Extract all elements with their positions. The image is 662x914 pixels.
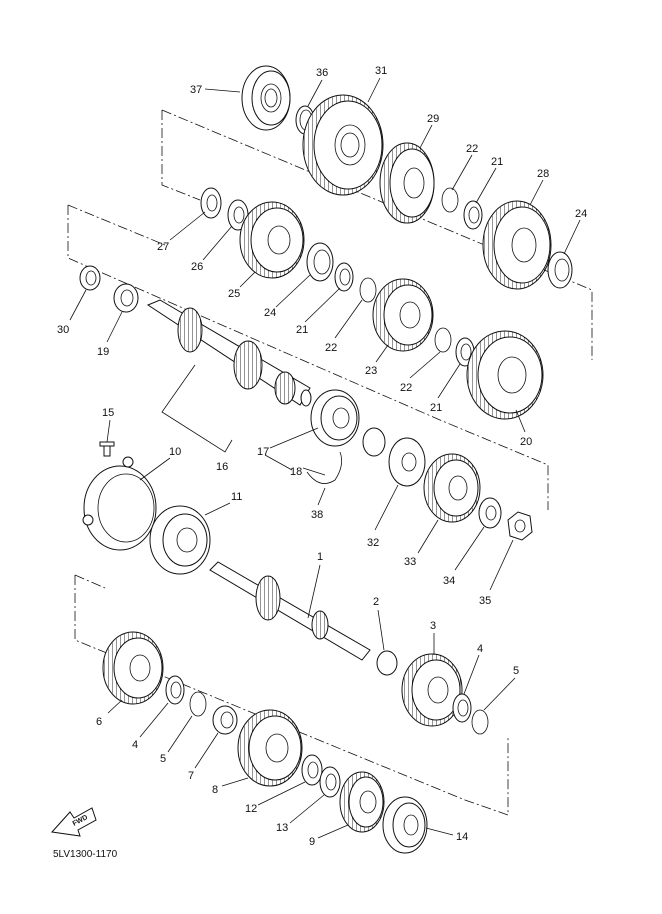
leader-lines [69, 77, 581, 839]
callout-27: 27 [157, 241, 169, 253]
callout-23: 23 [365, 365, 377, 377]
bearing-14 [382, 796, 428, 854]
callout-10: 10 [169, 446, 181, 458]
fwd-arrow-icon: FWD [51, 807, 97, 837]
washer-13 [319, 766, 341, 798]
drive-axle-outline-top [74, 574, 106, 589]
circlip-22b [359, 277, 377, 303]
callout-12: 12 [245, 803, 257, 815]
gear-20 [466, 330, 544, 420]
washer-21a [463, 200, 483, 230]
callout-24b: 24 [264, 307, 276, 319]
gear-29 [379, 142, 435, 224]
callout-7: 7 [188, 770, 194, 782]
callout-11: 11 [231, 491, 242, 503]
gear-25 [239, 201, 305, 279]
callout-16: 16 [216, 461, 228, 473]
washer-21b [334, 262, 354, 292]
callout-14: 14 [456, 831, 468, 843]
callout-15: 15 [102, 407, 114, 419]
callout-22b: 22 [325, 342, 337, 354]
callout-21c: 21 [430, 402, 442, 414]
callout-33: 33 [404, 556, 416, 568]
circlip-22c [434, 327, 452, 353]
callout-31: 31 [375, 65, 387, 77]
main-axle-16 [146, 299, 312, 407]
callout-3: 3 [430, 620, 436, 632]
retainer-10 [82, 456, 157, 551]
callout-24a: 24 [575, 208, 587, 220]
gear-6 [102, 631, 164, 705]
callout-19: 19 [97, 346, 109, 358]
main-axle-outline [67, 205, 549, 510]
callout-5b: 5 [160, 753, 166, 765]
bearing-11 [149, 505, 211, 575]
bearing-37 [241, 65, 291, 131]
callout-29: 29 [427, 113, 439, 125]
sprocket-33 [423, 453, 481, 523]
callout-18: 18 [290, 466, 302, 478]
callout-4b: 4 [132, 739, 138, 751]
washer-12 [301, 754, 323, 786]
callout-38: 38 [311, 509, 323, 521]
circlip-22a [441, 187, 459, 213]
gear-9 [339, 771, 385, 833]
upper-shaft-outline-top [161, 109, 593, 360]
callout-21b: 21 [296, 324, 308, 336]
callout-37: 37 [190, 84, 202, 96]
callout-8: 8 [212, 784, 218, 796]
drive-axle-1 [209, 561, 371, 661]
callout-25: 25 [228, 288, 240, 300]
callout-30: 30 [57, 324, 69, 336]
callout-35: 35 [479, 595, 491, 607]
callout-9: 9 [309, 836, 315, 848]
gear-31 [302, 94, 384, 196]
lock-washer-34 [478, 497, 502, 529]
circlip-5b [189, 691, 207, 717]
callout-22a: 22 [466, 143, 478, 155]
callout-13: 13 [276, 822, 288, 834]
circlip-18 [306, 451, 343, 484]
callout-6: 6 [96, 716, 102, 728]
callout-20: 20 [520, 436, 532, 448]
drawing-code: 5LV1300-1170 [53, 849, 118, 860]
washer-27 [200, 187, 222, 219]
gear-3 [401, 653, 463, 727]
drive-axle-outline [74, 575, 509, 816]
circlip-5a [471, 709, 489, 735]
main-axle-outline-top [67, 204, 166, 246]
gear-8 [237, 709, 303, 787]
callout-22c: 22 [400, 382, 412, 394]
collar-2 [376, 650, 398, 676]
gear-23 [372, 278, 434, 352]
bushing-30 [79, 265, 101, 291]
callout-32: 32 [367, 537, 379, 549]
washer-4a [452, 693, 472, 723]
bearing-24b [306, 242, 334, 282]
callout-34: 34 [443, 575, 455, 587]
callout-36: 36 [316, 67, 328, 79]
callout-21a: 21 [491, 156, 503, 168]
callout-labels: 37 36 31 29 22 21 28 24 27 26 25 24 21 2… [57, 65, 587, 848]
callout-4a: 4 [477, 643, 483, 655]
callout-26: 26 [191, 261, 203, 273]
bolt-15 [99, 441, 115, 457]
bearing-17 [310, 389, 360, 447]
callout-5a: 5 [513, 665, 519, 677]
bushing-19 [113, 283, 139, 313]
washer-4b [165, 675, 185, 705]
callout-2: 2 [373, 596, 379, 608]
nut-35 [507, 511, 533, 541]
gear-28 [482, 200, 552, 290]
callout-17: 17 [257, 446, 269, 458]
upper-shaft-outline [161, 110, 201, 201]
bushing-7 [212, 705, 238, 735]
spacer-32 [388, 437, 426, 487]
assembly-outlines [67, 109, 593, 816]
callout-1: 1 [317, 551, 323, 563]
collar-32a [362, 427, 386, 457]
bearing-24a [547, 251, 573, 289]
callout-28: 28 [537, 168, 549, 180]
